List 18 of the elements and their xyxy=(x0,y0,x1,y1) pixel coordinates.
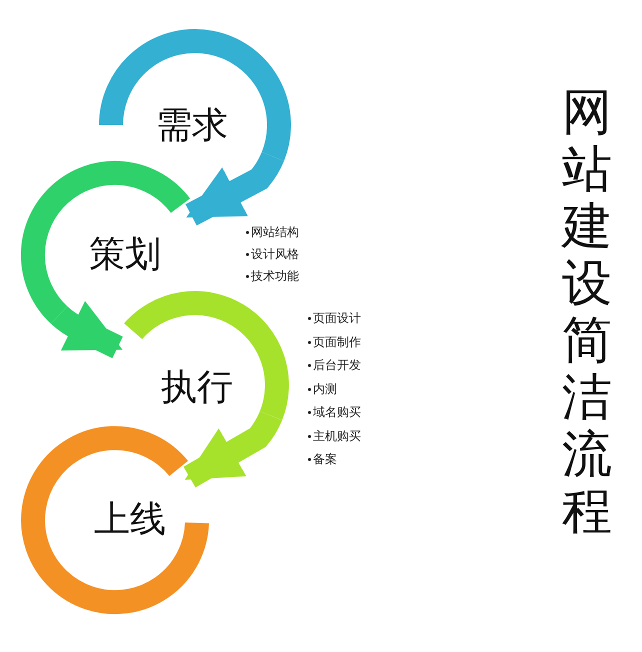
bullet-item: 网站结构 xyxy=(246,224,299,241)
bullet-item: 备案 xyxy=(308,451,337,468)
stage-label: 上线 xyxy=(94,502,166,538)
bullet-item: 域名购买 xyxy=(308,404,361,421)
stage-label: 策划 xyxy=(89,237,161,273)
bullet-item: 主机购买 xyxy=(308,428,361,444)
bullet-item: 设计风格 xyxy=(246,246,299,263)
stage-label: 执行 xyxy=(161,370,233,406)
bullet-item: 内测 xyxy=(308,380,337,398)
bullet-item: 页面设计 xyxy=(308,310,361,327)
stage-label: 需求 xyxy=(156,108,228,144)
bullet-item: 页面制作 xyxy=(308,334,361,350)
title: 网站建设简洁流程 xyxy=(562,84,613,540)
bullet-item: 后台开发 xyxy=(308,357,361,374)
arrow xyxy=(184,410,282,488)
arrow xyxy=(186,152,284,226)
arrow xyxy=(51,300,123,358)
bullet-item: 技术功能 xyxy=(246,268,299,285)
